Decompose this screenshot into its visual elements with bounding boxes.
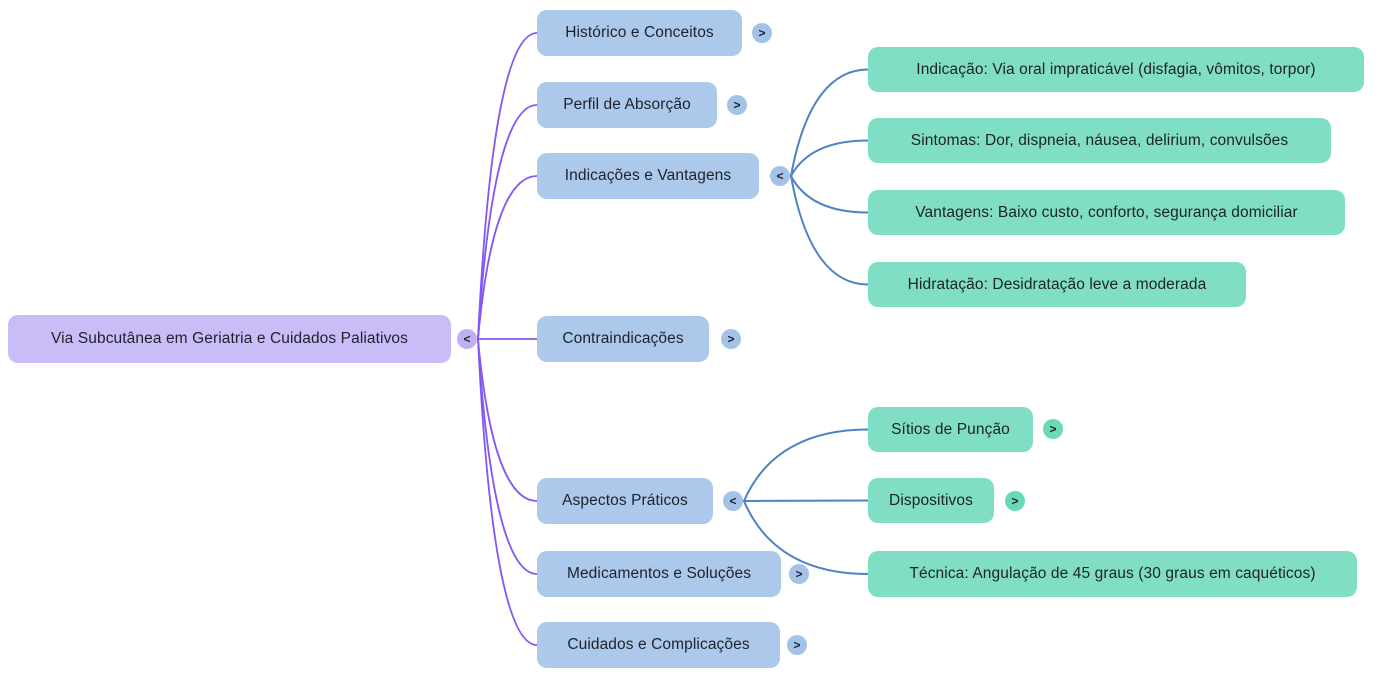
chevron-right-icon: > bbox=[733, 98, 741, 112]
node-label-aspectos: Aspectos Práticos bbox=[562, 492, 688, 509]
edge-root-indicacoes bbox=[477, 175, 538, 340]
node-tecnica[interactable]: Técnica: Angulação de 45 graus (30 graus… bbox=[868, 551, 1357, 597]
node-label-tecnica: Técnica: Angulação de 45 graus (30 graus… bbox=[909, 565, 1316, 582]
node-label-indicacao-leaf: Indicação: Via oral impraticável (disfag… bbox=[916, 60, 1316, 78]
edge-root-perfil bbox=[477, 104, 538, 340]
node-medicamentos[interactable]: Medicamentos e Soluções bbox=[537, 551, 781, 597]
node-label-vantagens-leaf: Vantagens: Baixo custo, conforto, segura… bbox=[915, 203, 1298, 221]
node-sintomas-leaf[interactable]: Sintomas: Dor, dispneia, náusea, deliriu… bbox=[868, 118, 1331, 163]
edge-indicacoes-hidratacao-leaf bbox=[790, 175, 869, 286]
expand-button-dispositivos[interactable]: > bbox=[1005, 491, 1025, 511]
edge-aspectos-sitios bbox=[743, 428, 869, 502]
edge-root-medicamentos bbox=[477, 338, 538, 575]
node-hidratacao-leaf[interactable]: Hidratação: Desidratação leve a moderada bbox=[868, 262, 1246, 307]
edge-root-historico bbox=[477, 32, 538, 340]
node-label-medicamentos: Medicamentos e Soluções bbox=[566, 565, 752, 582]
chevron-left-icon: < bbox=[463, 332, 471, 346]
expand-button-perfil[interactable]: > bbox=[727, 95, 747, 115]
chevron-left-icon: < bbox=[729, 494, 737, 508]
node-label-perfil: Perfil de Absorção bbox=[563, 96, 691, 113]
chevron-right-icon: > bbox=[727, 332, 735, 346]
node-dispositivos[interactable]: Dispositivos bbox=[868, 478, 994, 523]
chevron-right-icon: > bbox=[793, 638, 801, 652]
node-cuidados[interactable]: Cuidados e Complicações bbox=[537, 622, 780, 668]
node-label-historico: Histórico e Conceitos bbox=[565, 24, 714, 41]
edge-aspectos-dispositivos bbox=[743, 499, 869, 502]
node-sitios[interactable]: Sítios de Punção bbox=[868, 407, 1033, 452]
chevron-right-icon: > bbox=[795, 567, 803, 581]
chevron-right-icon: > bbox=[758, 26, 766, 40]
node-label-cuidados: Cuidados e Complicações bbox=[567, 636, 750, 653]
node-historico[interactable]: Histórico e Conceitos bbox=[537, 10, 742, 56]
chevron-right-icon: > bbox=[1011, 494, 1019, 508]
node-root[interactable]: Via Subcutânea em Geriatria e Cuidados P… bbox=[8, 315, 451, 363]
node-contraindicacoes[interactable]: Contraindicações bbox=[537, 316, 709, 362]
collapse-button-indicacoes[interactable]: < bbox=[770, 166, 790, 186]
node-label-sitios: Sítios de Punção bbox=[891, 420, 1010, 438]
node-indicacoes[interactable]: Indicações e Vantagens bbox=[537, 153, 759, 199]
node-aspectos[interactable]: Aspectos Práticos bbox=[537, 478, 713, 524]
chevron-left-icon: < bbox=[776, 169, 784, 183]
node-label-dispositivos: Dispositivos bbox=[889, 491, 973, 509]
edge-root-aspectos bbox=[477, 338, 538, 502]
node-indicacao-leaf[interactable]: Indicação: Via oral impraticável (disfag… bbox=[868, 47, 1364, 92]
collapse-button-root[interactable]: < bbox=[457, 329, 477, 349]
node-label-contraindicacoes: Contraindicações bbox=[562, 330, 684, 347]
edge-aspectos-tecnica bbox=[743, 500, 869, 575]
node-label-root: Via Subcutânea em Geriatria e Cuidados P… bbox=[50, 330, 408, 347]
edge-indicacoes-vantagens-leaf bbox=[790, 175, 869, 214]
expand-button-historico[interactable]: > bbox=[752, 23, 772, 43]
node-label-sintomas-leaf: Sintomas: Dor, dispneia, náusea, deliriu… bbox=[910, 131, 1289, 149]
edge-indicacoes-indicacao-leaf bbox=[790, 68, 869, 177]
edge-indicacoes-sintomas-leaf bbox=[790, 139, 869, 177]
node-label-indicacoes: Indicações e Vantagens bbox=[564, 167, 732, 184]
chevron-right-icon: > bbox=[1049, 422, 1057, 436]
expand-button-cuidados[interactable]: > bbox=[787, 635, 807, 655]
expand-button-sitios[interactable]: > bbox=[1043, 419, 1063, 439]
edge-root-cuidados bbox=[477, 338, 538, 646]
node-label-hidratacao-leaf: Hidratação: Desidratação leve a moderada bbox=[907, 275, 1207, 293]
node-vantagens-leaf[interactable]: Vantagens: Baixo custo, conforto, segura… bbox=[868, 190, 1345, 235]
node-perfil[interactable]: Perfil de Absorção bbox=[537, 82, 717, 128]
collapse-button-aspectos[interactable]: < bbox=[723, 491, 743, 511]
expand-button-medicamentos[interactable]: > bbox=[789, 564, 809, 584]
expand-button-contraindicacoes[interactable]: > bbox=[721, 329, 741, 349]
